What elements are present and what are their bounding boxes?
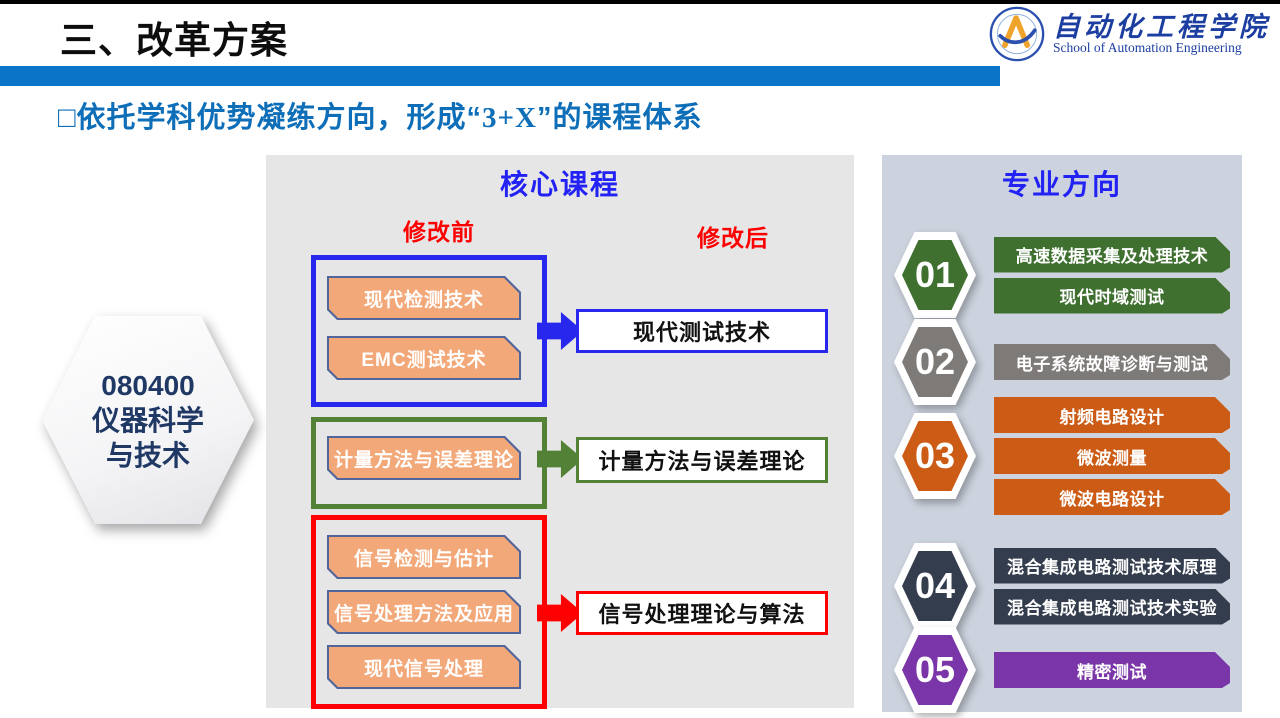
course-chip-label: 现代检测技术 [329,278,519,318]
school-logo-icon [989,6,1045,62]
major-hexagon: 080400 仪器科学 与技术 [42,316,254,524]
direction-course: 混合集成电路测试技术原理 [994,548,1230,584]
direction-number-badge: 03 [894,413,976,499]
course-chip-label: EMC测试技术 [329,338,519,378]
direction-row-05: 05 精密测试 [894,627,1230,713]
direction-number-badge: 04 [894,543,976,629]
course-chip: 信号处理方法及应用 [327,590,521,634]
subtitle-text-post: ”的课程体系 [537,102,703,134]
course-chip: EMC测试技术 [327,336,521,380]
core-panel-title: 核心课程 [499,169,620,200]
course-chip: 现代信号处理 [327,645,521,689]
course-chip: 计量方法与误差理论 [327,436,521,480]
school-logo: 自动化工程学院 School of Automation Engineering [989,6,1270,62]
direction-number-badge: 02 [894,319,976,405]
course-chip-label: 计量方法与误差理论 [329,438,519,478]
direction-course: 微波电路设计 [994,479,1230,515]
core-courses-panel: 核心课程 修改前 修改后 现代检测技术 EMC测试技术 现代测试技术 计量方法与… [266,155,854,709]
column-label-before: 修改前 [403,219,475,245]
result-course-red: 信号处理理论与算法 [576,591,828,635]
result-course-green: 计量方法与误差理论 [576,437,828,483]
direction-row-04: 04 混合集成电路测试技术原理 混合集成电路测试技术实验 [894,539,1230,633]
result-course-blue: 现代测试技术 [576,309,828,353]
course-group-blue: 现代检测技术 EMC测试技术 [311,255,547,407]
direction-course: 电子系统故障诊断与测试 [994,344,1230,380]
direction-number: 04 [902,551,968,621]
school-name-cn: 自动化工程学院 [1053,11,1270,42]
direction-course: 高速数据采集及处理技术 [994,237,1230,273]
course-group-red: 信号检测与估计 信号处理方法及应用 现代信号处理 [311,515,547,709]
top-border-bar [0,0,1280,4]
direction-row-02: 02 电子系统故障诊断与测试 [894,319,1230,405]
direction-row-03: 03 射频电路设计 微波测量 微波电路设计 [894,397,1230,515]
school-name-en: School of Automation Engineering [1053,40,1242,56]
page-title: 三、改革方案 [60,20,288,61]
course-chip: 信号检测与估计 [327,535,521,579]
direction-row-01: 01 高速数据采集及处理技术 现代时域测试 [894,231,1230,319]
direction-number-badge: 01 [894,232,976,318]
course-chip-label: 现代信号处理 [329,647,519,687]
slide-subtitle: □依托学科优势凝练方向，形成“3+X”的课程体系 [58,94,703,136]
direction-number-badge: 05 [894,627,976,713]
major-name-line1: 仪器科学 [91,404,204,436]
course-chip-label: 信号检测与估计 [329,537,519,577]
course-chip: 现代检测技术 [327,276,521,320]
subtitle-text-pre: □依托学科优势凝练方向，形成“ [58,102,483,134]
directions-panel-title: 专业方向 [1001,169,1122,200]
direction-course: 射频电路设计 [994,397,1230,433]
course-chip-label: 信号处理方法及应用 [329,592,519,632]
direction-number: 05 [902,635,968,705]
direction-course: 混合集成电路测试技术实验 [994,589,1230,625]
direction-course: 微波测量 [994,438,1230,474]
directions-panel: 专业方向 01 高速数据采集及处理技术 现代时域测试 02 电子系统故障诊断与测… [882,155,1242,713]
column-label-after: 修改后 [697,225,769,251]
direction-course: 现代时域测试 [994,278,1230,314]
major-name-line2: 与技术 [105,439,190,471]
header-divider-bar [0,66,1000,86]
subtitle-formula: 3+X [482,102,537,134]
direction-course: 精密测试 [994,652,1230,688]
major-code: 080400 [101,369,195,401]
course-group-green: 计量方法与误差理论 [311,417,547,509]
